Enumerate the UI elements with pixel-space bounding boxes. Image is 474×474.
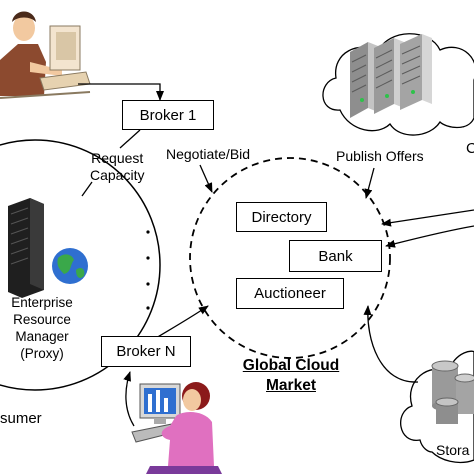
market-title: Global Cloud Market — [226, 356, 356, 396]
connector-arrows — [78, 83, 474, 427]
broker-n-label: Broker N — [116, 343, 176, 360]
market-boundary-circle — [189, 157, 391, 359]
consumer-partial-label: sumer — [0, 410, 42, 427]
negotiate-bid-label: Negotiate/Bid — [166, 146, 251, 162]
publish-offers-label: Publish Offers — [336, 148, 424, 164]
line-broker1-to-enterprise — [119, 129, 141, 149]
line-enterprise-server — [81, 181, 93, 197]
bank-label: Bank — [318, 247, 353, 265]
arrow-storage-to-market — [363, 305, 419, 383]
storage-partial-label: Stora — [436, 442, 470, 458]
market-title-line1: Global Cloud — [242, 357, 340, 374]
arrow-publish-to-market — [364, 167, 375, 199]
arrow-right-to-market-2 — [385, 225, 474, 248]
server-cluster-icon — [350, 34, 432, 118]
arrow-brokerN-to-market — [155, 305, 209, 339]
erm-line2: Resource — [13, 312, 71, 327]
erm-line4: (Proxy) — [20, 346, 64, 361]
erm-line1: Enterprise — [11, 295, 73, 310]
arrow-consumer-to-broker1 — [78, 83, 164, 101]
person-at-desk-icon — [0, 11, 91, 99]
arrow-negotiate-to-market — [199, 164, 213, 193]
enterprise-server-globe-icon — [8, 198, 88, 298]
request-capacity-label: Request Capacity — [90, 150, 144, 184]
right-edge-partial-label: C — [466, 140, 474, 157]
request-line2: Capacity — [90, 167, 145, 183]
woman-at-computer-icon — [131, 382, 222, 474]
erm-label: Enterprise Resource Manager (Proxy) — [0, 294, 84, 362]
broker-ellipsis-dots — [146, 230, 150, 310]
directory-box: Directory — [236, 202, 327, 232]
auctioneer-box: Auctioneer — [236, 278, 344, 309]
erm-line3: Manager — [15, 329, 69, 344]
broker-n-box: Broker N — [101, 336, 191, 367]
broker-1-box: Broker 1 — [122, 100, 214, 130]
request-line1: Request — [91, 150, 144, 166]
broker-1-label: Broker 1 — [139, 106, 197, 124]
directory-label: Directory — [251, 208, 312, 226]
auctioneer-label: Auctioneer — [254, 285, 326, 302]
arrow-woman-to-brokerN — [123, 371, 135, 427]
enterprise-boundary-circle — [0, 139, 161, 391]
market-title-line2: Market — [266, 377, 316, 394]
bank-box: Bank — [289, 240, 382, 272]
arrow-right-to-market-1 — [381, 209, 474, 227]
storage-cylinders-icon — [431, 360, 474, 424]
